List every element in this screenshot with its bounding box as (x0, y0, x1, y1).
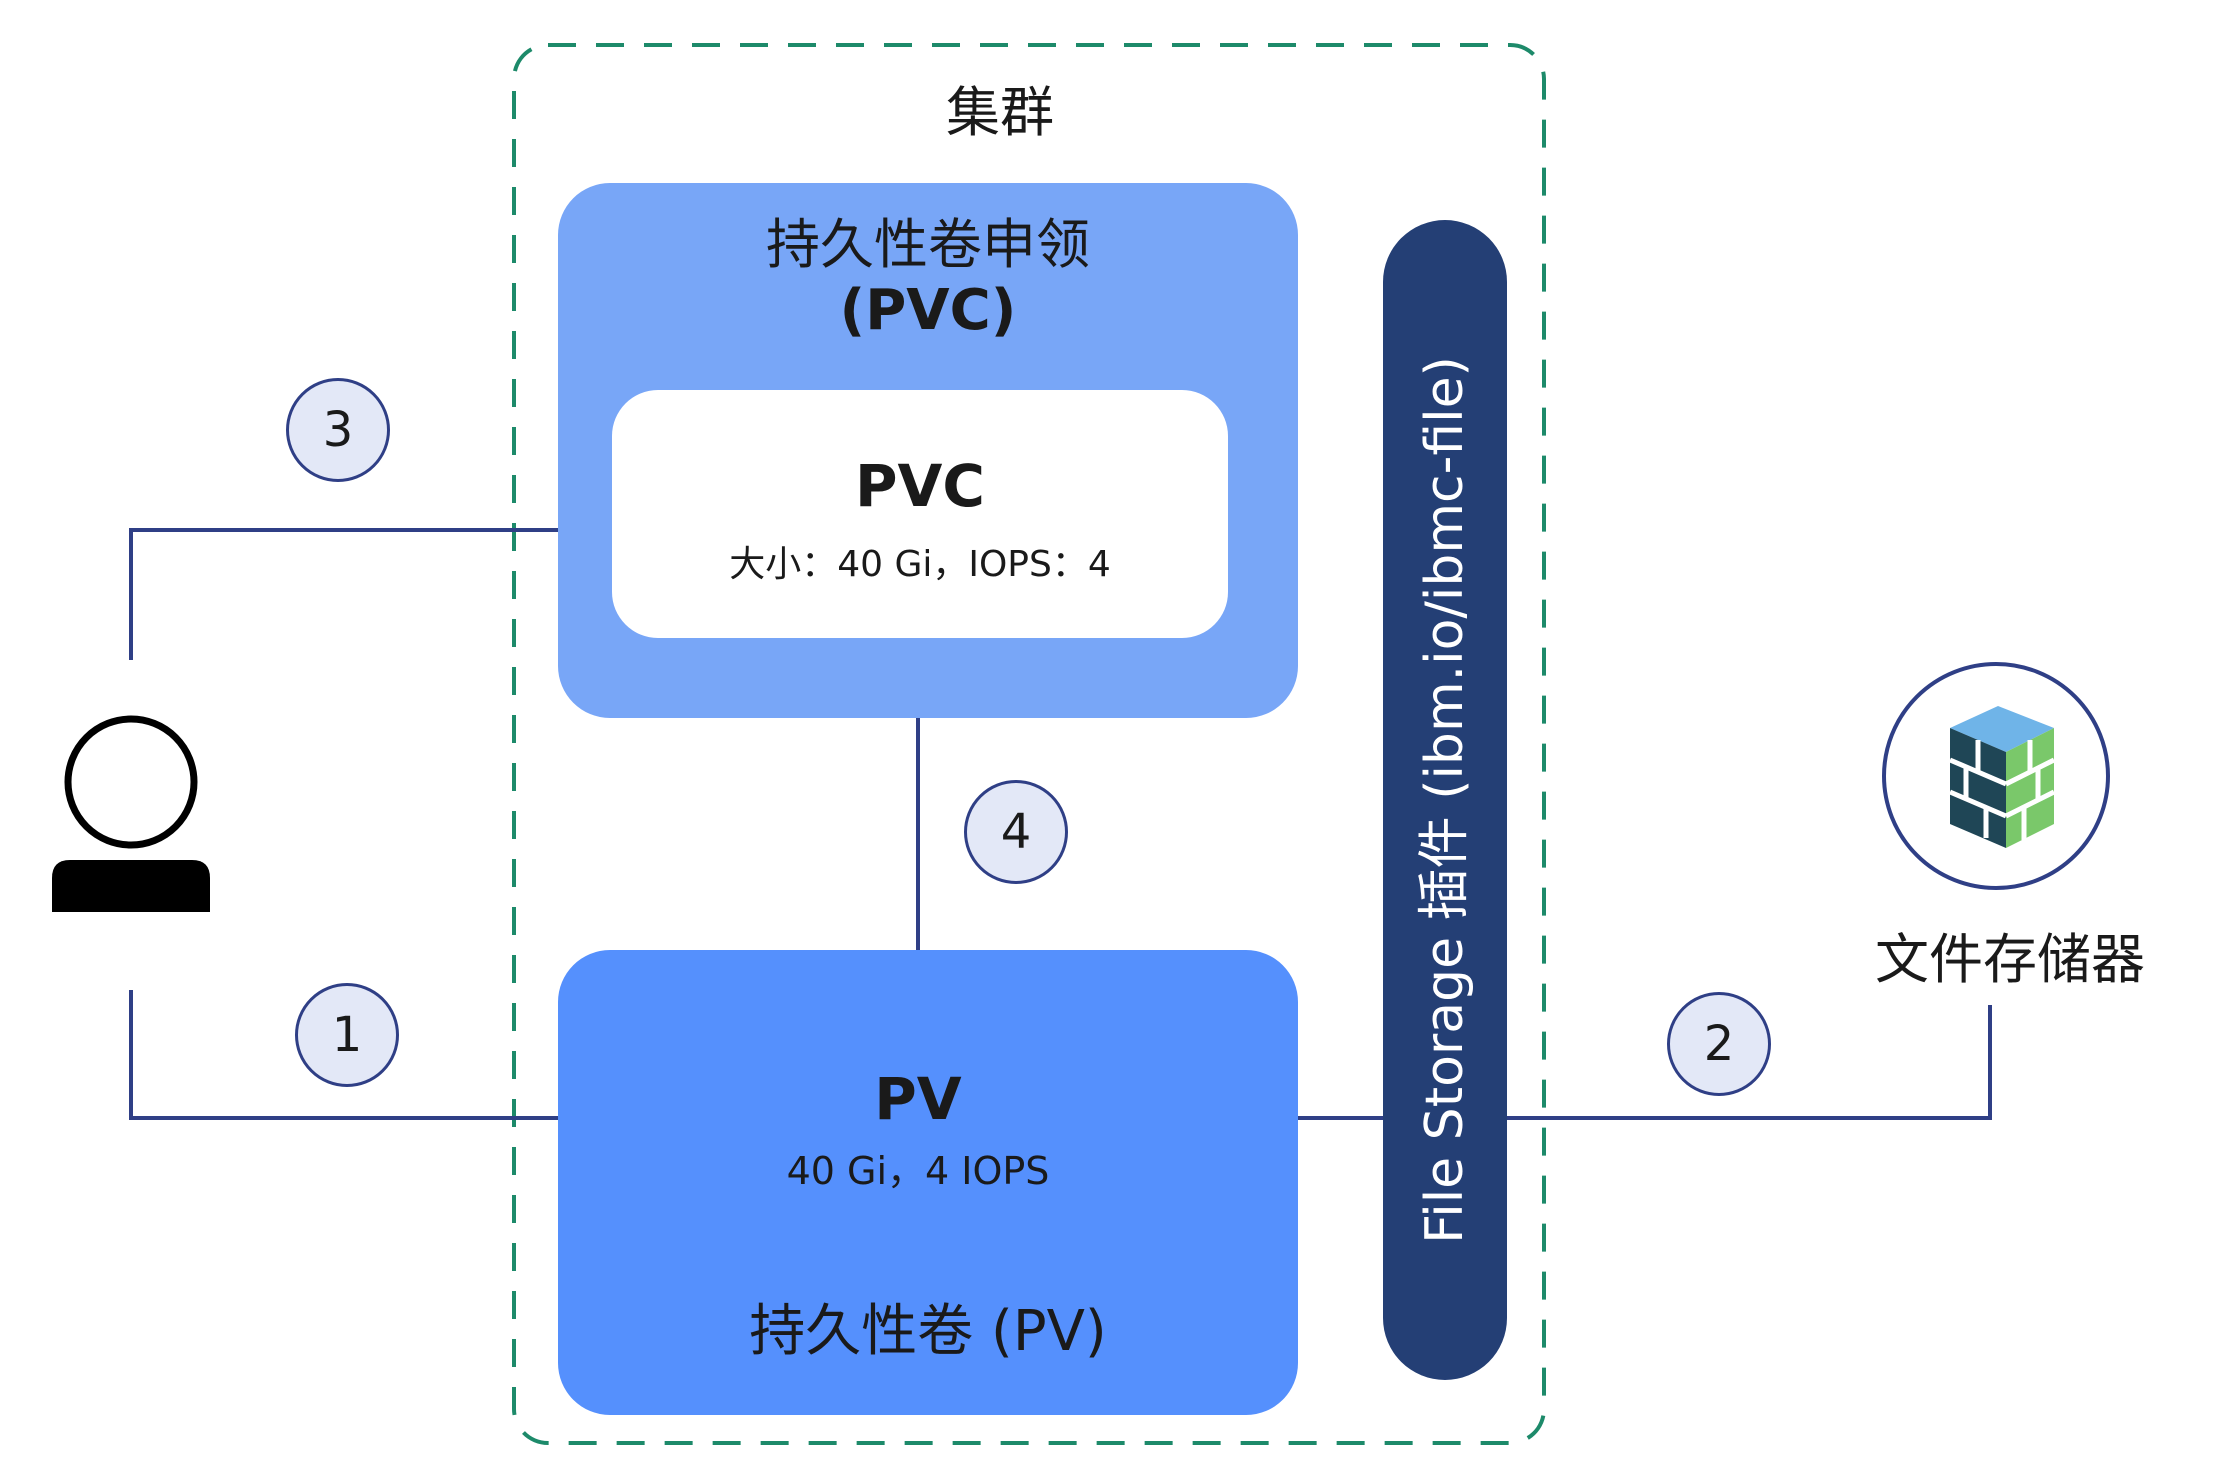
cluster-border (512, 43, 1546, 1445)
pvc-panel-title: 持久性卷申领 (766, 213, 1090, 276)
connector-user-to-pv (129, 990, 742, 1120)
file-storage-node (1882, 662, 2110, 890)
pvc-card-detail: 大小：40 Gi，IOPS：4 (729, 544, 1111, 585)
step-badge-2: 2 (1667, 992, 1771, 1096)
cluster-title: 集群 (946, 81, 1054, 144)
pvc-card-title: PVC (855, 452, 985, 520)
pv-cylinder-detail: 40 Gi，4 IOPS (786, 1149, 1050, 1193)
pvc-card (612, 390, 1228, 638)
pv-panel (558, 950, 1298, 1415)
file-storage-plugin-label: File Storage 插件 (ibm.io/ibmc-file) (1415, 356, 1475, 1244)
pv-cylinder-label: PV (874, 1065, 962, 1133)
storage-icon (1949, 706, 2056, 848)
pv-panel-title: 持久性卷 (PV) (749, 1299, 1107, 1364)
connector-pv-to-storage (1072, 1005, 1992, 1120)
connector-user-to-pvc (129, 528, 585, 660)
pvc-panel-abbr: (PVC) (839, 278, 1017, 343)
file-storage-label: 文件存储器 (1875, 928, 2145, 991)
step-badge-1: 1 (295, 983, 399, 1087)
file-storage-plugin-bar (1383, 220, 1507, 1380)
step-badge-4: 4 (964, 780, 1068, 884)
user-icon (52, 715, 210, 912)
step-badge-3: 3 (286, 378, 390, 482)
